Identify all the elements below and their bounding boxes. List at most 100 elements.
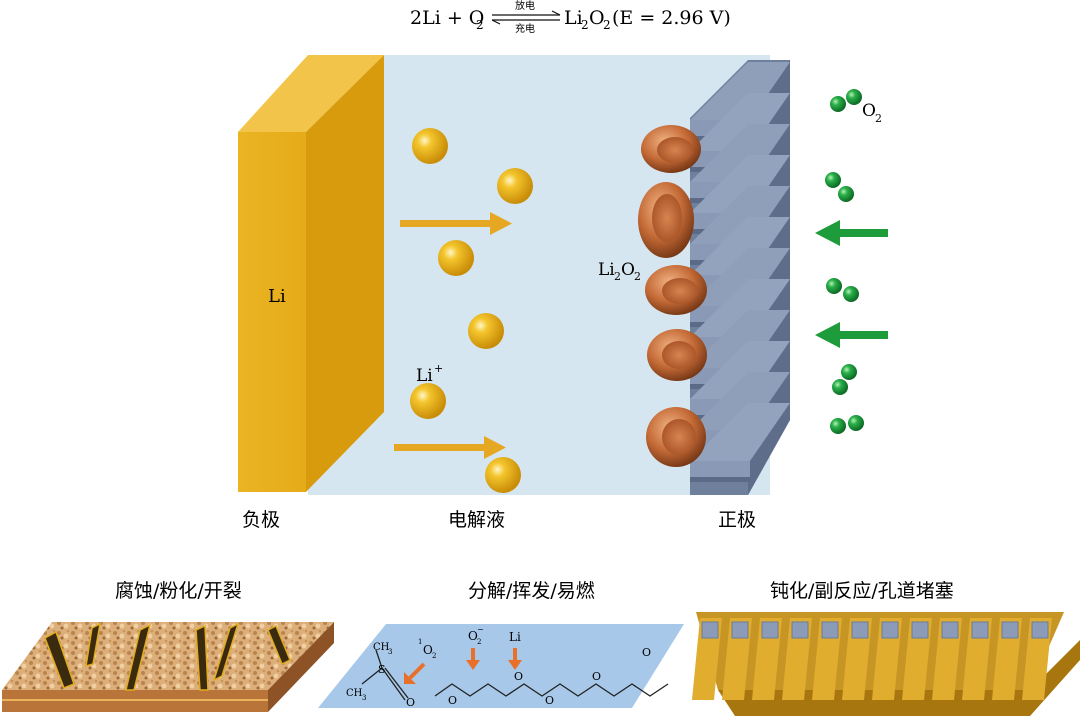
channel-blockage (1031, 621, 1049, 639)
cathode-fin (690, 217, 790, 275)
cathode-fin (690, 186, 790, 244)
channel-blockage (941, 621, 959, 639)
channel-blockage (851, 621, 869, 639)
methyl-label-1: CH (346, 688, 363, 699)
surface-cracks (44, 622, 291, 691)
down-left-arrow-icon (404, 662, 426, 684)
lithium-label: Li (509, 630, 521, 644)
equation-product-sub2: 2 (603, 18, 611, 32)
ether-oxygen-5: O (642, 646, 651, 659)
cathode-fin (690, 279, 790, 337)
li-ion-label: Li (416, 366, 433, 386)
cathode-fin (690, 155, 790, 213)
equation-left: 2Li + O (410, 7, 484, 29)
cathode-fin (690, 62, 790, 120)
cathode-pore (690, 477, 750, 482)
li2o2-label-li: Li (598, 260, 615, 280)
superoxide-sup: − (477, 625, 484, 634)
o2-molecule (830, 89, 862, 112)
ether-oxygen-1: O (448, 694, 457, 707)
singlet-o2-sub: 2 (432, 652, 436, 660)
o2-molecule (826, 278, 859, 302)
caption-electrolyte: 电解液 (448, 509, 505, 531)
channel-blockage (761, 621, 779, 639)
li2o2-deposits (638, 125, 707, 467)
o2-molecule (825, 172, 854, 202)
equilibrium-arrow-icon (491, 10, 561, 25)
electrolyte-plane (318, 624, 684, 708)
right-arrow-icon (400, 212, 512, 235)
electrolyte-issue-title: 分解/挥发/易燃 (468, 580, 595, 602)
equation-potential: (E = 2.96 V) (612, 7, 731, 29)
o2-molecule (832, 364, 857, 395)
anode-lithium-slab: Li (238, 55, 384, 492)
corroded-surface (2, 622, 334, 690)
singlet-o2-pre: 1 (418, 638, 422, 646)
cathode-fin (690, 93, 790, 151)
ether-oxygen-3: O (545, 694, 554, 707)
li2o2-particle (641, 125, 701, 173)
methyl-sub-1: 3 (362, 694, 366, 702)
corroded-anode-illustration (2, 622, 334, 712)
channel-blockage (821, 621, 839, 639)
li-ion (485, 457, 521, 493)
cathode-fin (690, 310, 790, 368)
methyl-label-2: CH (373, 642, 390, 653)
cathode-fins (690, 62, 790, 482)
li-ion (497, 168, 533, 204)
anode-side-face (306, 55, 384, 492)
li-ion (468, 313, 504, 349)
arrow-label-charge: 充电 (515, 22, 535, 35)
superoxide-label: O (468, 629, 478, 643)
cathode-base-bottom (718, 640, 1080, 716)
li2o2-label-o: O (621, 260, 635, 280)
cathode-fin (690, 341, 790, 399)
oxygen-diffusion-arrows (815, 220, 888, 348)
o2-label-sub: 2 (875, 112, 882, 125)
singlet-o2-label: O (423, 643, 433, 657)
li-ion-charge: + (434, 362, 443, 375)
left-arrow-icon (815, 220, 888, 246)
o2-molecule (830, 415, 864, 434)
channel-blockage (881, 621, 899, 639)
li2o2-label-sub1: 2 (614, 270, 621, 283)
equation-left-sub: 2 (476, 18, 484, 32)
li2o2-particle (645, 265, 707, 315)
dmso-molecule (361, 649, 409, 701)
o2-label: O (862, 101, 876, 121)
channel-blockage (971, 621, 989, 639)
equation-product-o: O (589, 7, 605, 29)
arrow-label-discharge: 放电 (515, 0, 535, 12)
channel-blockage (791, 621, 809, 639)
channel-blockage (731, 621, 749, 639)
equation-product-sub1: 2 (581, 18, 589, 32)
left-arrow-icon (815, 322, 888, 348)
lithium-ions (410, 128, 533, 493)
channel-blockage (1001, 621, 1019, 639)
oxygen-molecules (825, 89, 864, 434)
superoxide-sub: 2 (477, 638, 481, 646)
cathode-fin-face (690, 461, 750, 477)
cathode-fin (690, 403, 790, 461)
li2o2-particle (647, 329, 707, 381)
equation-product-li: Li (564, 7, 583, 29)
anode-front-face (238, 132, 306, 492)
li2o2-particle (646, 407, 706, 467)
li2o2-label-sub2: 2 (634, 270, 641, 283)
reaction-equation: 2Li + O 2 放电 充电 Li 2 O 2 (E = 2.96 V) (410, 0, 731, 35)
cathode-issue-title: 钝化/副反应/孔道堵塞 (770, 580, 954, 602)
ether-oxygen-4: O (592, 670, 601, 683)
li-ion-migration-arrows (394, 212, 512, 459)
down-arrow-icon (466, 648, 480, 670)
ether-oxygen-2: O (514, 670, 523, 683)
corroded-side-edge (268, 622, 334, 712)
down-arrow-icon (508, 648, 522, 670)
caption-cathode: 正极 (718, 509, 756, 531)
li2o2-particle (638, 182, 694, 258)
sulfur-label: S (378, 663, 386, 676)
electrolyte-decomposition-illustration: CH 3 CH 3 S O O O O O O 1 O 2 O − 2 Li (318, 624, 684, 709)
methyl-sub-2: 3 (388, 648, 392, 656)
cathode-fin (690, 248, 790, 306)
anode-top-face (238, 55, 384, 132)
